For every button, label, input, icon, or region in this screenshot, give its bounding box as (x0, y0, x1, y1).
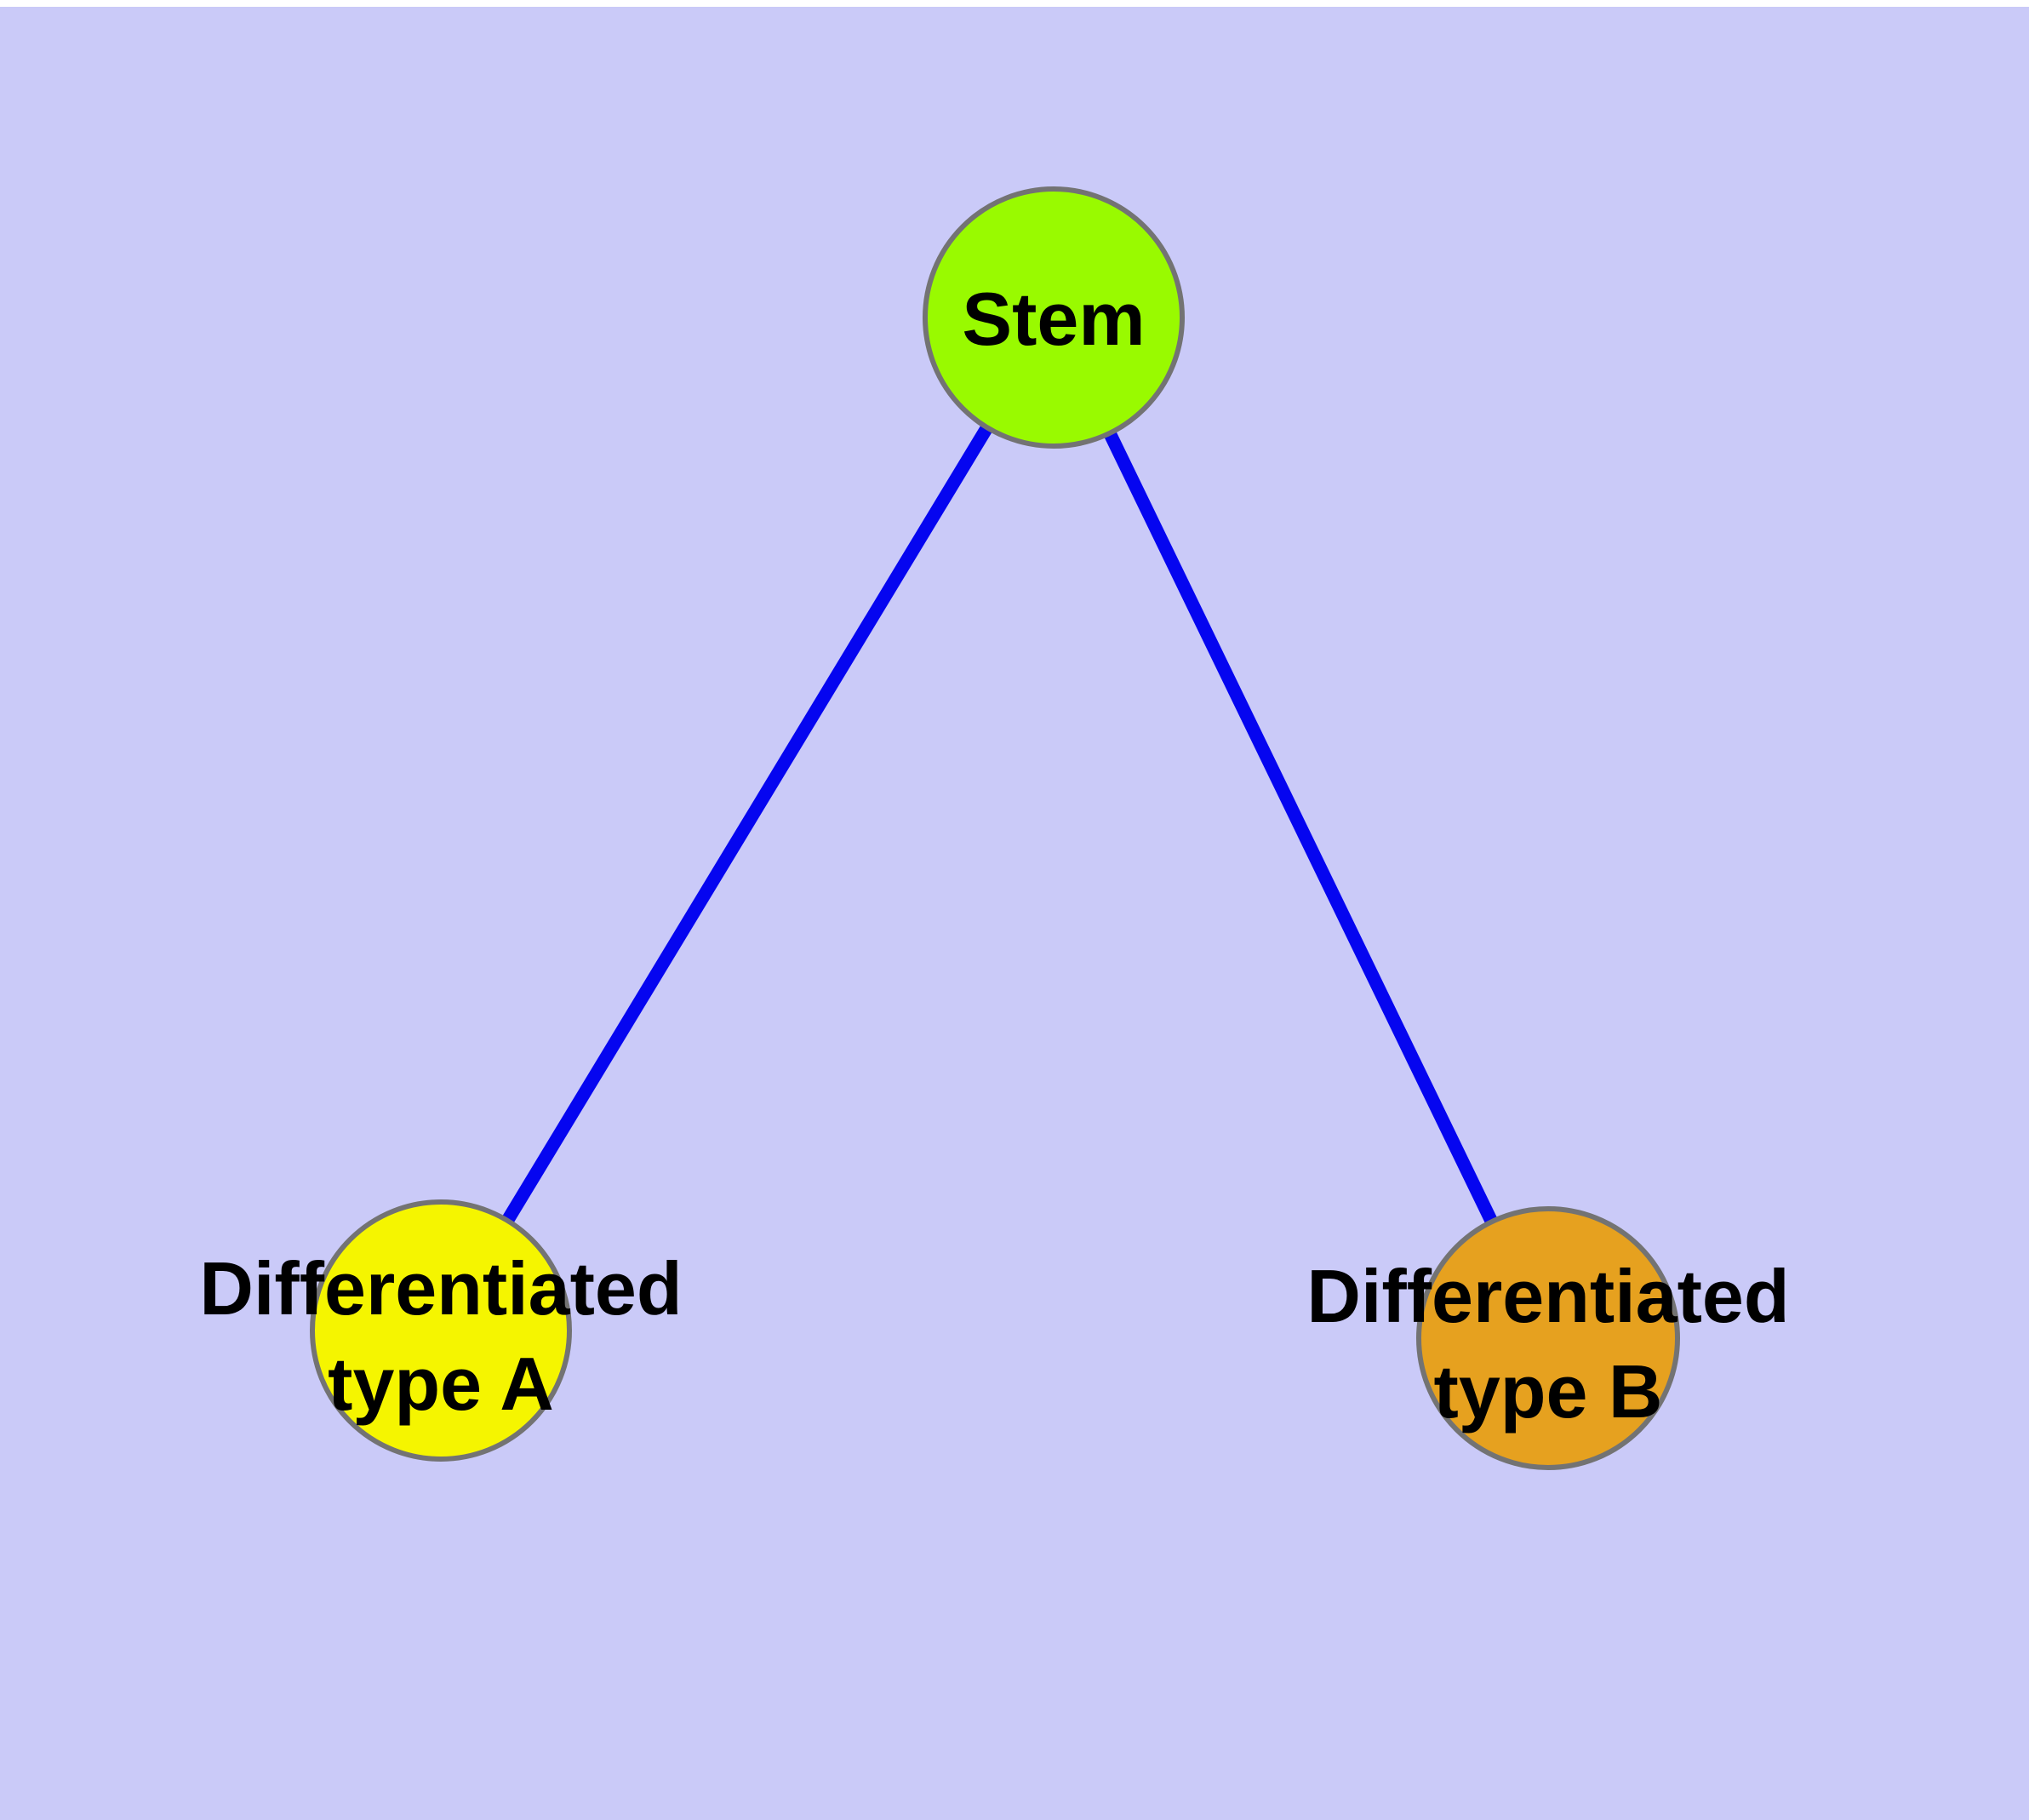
node-stem-circle (923, 186, 1185, 449)
node-differentiated-type-b-circle (1416, 1206, 1680, 1470)
edge-stem-to-type-a (435, 313, 1060, 1335)
edge-stem-to-type-b (1048, 314, 1554, 1342)
edge-layer (435, 313, 1554, 1342)
node-stem-label: Stem (962, 277, 1145, 361)
node-differentiated-type-a-circle (310, 1199, 572, 1462)
node-stem: Stem (923, 186, 1185, 449)
top-border (0, 0, 2029, 7)
